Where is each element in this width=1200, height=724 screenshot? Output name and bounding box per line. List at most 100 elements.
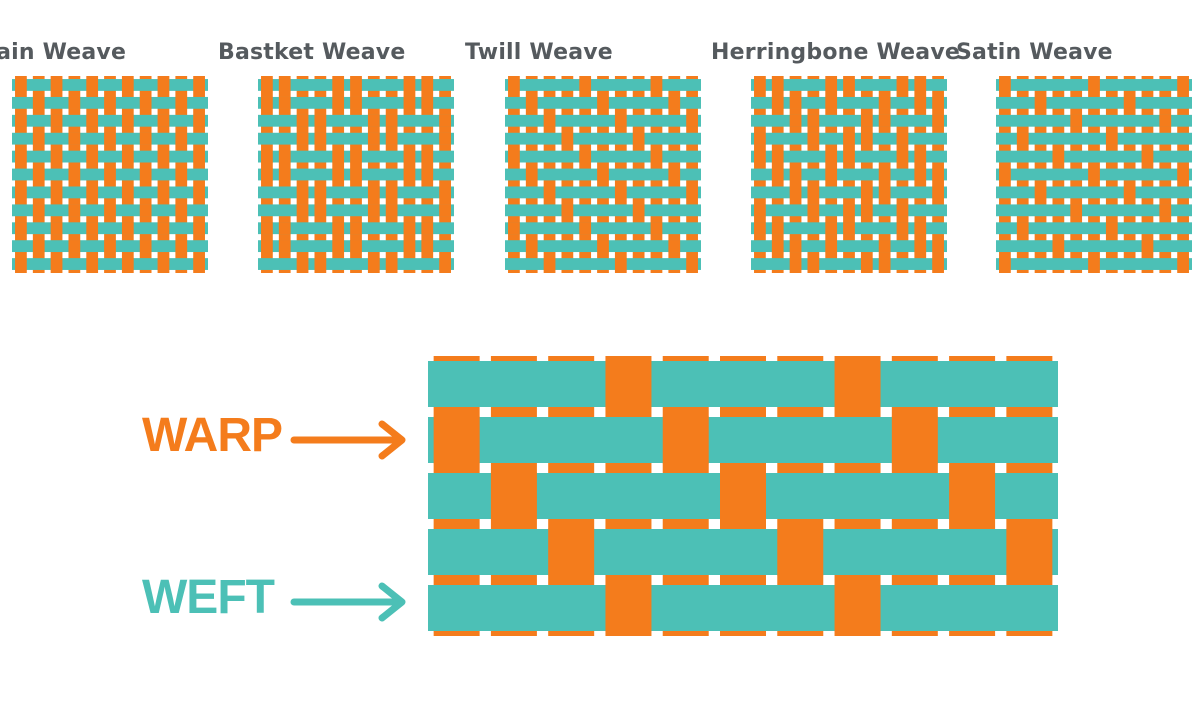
warp-crossing — [777, 528, 824, 576]
warp-crossing — [1016, 132, 1029, 145]
warp-crossing — [579, 78, 592, 92]
warp-crossing — [350, 168, 362, 181]
weft-thread — [505, 204, 701, 217]
warp-crossing — [579, 150, 592, 163]
warp-crossing — [561, 132, 574, 145]
warp-crossing — [825, 96, 838, 109]
warp-crossing — [1141, 240, 1154, 253]
warp-crossing — [50, 78, 63, 92]
warp-crossing — [50, 257, 63, 271]
warp-crossing — [104, 96, 116, 109]
warp-crossing — [385, 132, 398, 145]
warp-crossing — [139, 96, 152, 109]
warp-crossing — [50, 222, 63, 235]
warp-crossing — [686, 186, 698, 199]
warp-crossing — [896, 204, 909, 217]
warp-crossing — [157, 114, 170, 127]
warp-crossing — [261, 240, 273, 253]
weave-detail-diagram — [428, 356, 1058, 636]
weft-thread — [428, 529, 1058, 575]
warp-crossing — [771, 96, 784, 109]
warp-crossing — [914, 78, 927, 92]
warp-crossing — [789, 168, 802, 181]
warp-crossing — [296, 204, 309, 217]
warp-crossing — [104, 132, 116, 145]
weft-thread — [751, 186, 947, 199]
warp-crossing — [632, 204, 645, 217]
warp-crossing — [896, 222, 909, 235]
warp-crossing — [175, 240, 188, 253]
warp-crossing — [1070, 114, 1083, 127]
warp-crossing — [834, 360, 881, 408]
weave-title: Herringbone Weave — [711, 40, 960, 65]
warp-crossing — [525, 96, 538, 109]
warp-crossing — [121, 78, 134, 92]
warp-crossing — [421, 168, 434, 181]
warp-crossing — [175, 132, 188, 145]
warp-crossing — [193, 222, 205, 235]
warp-crossing — [1105, 222, 1118, 235]
warp-crossing — [403, 96, 416, 109]
weft-thread — [428, 585, 1058, 631]
warp-crossing — [175, 168, 188, 181]
weft-thread — [751, 114, 947, 127]
warp-crossing — [605, 360, 652, 408]
warp-crossing — [668, 168, 681, 181]
warp-crossing — [525, 168, 538, 181]
warp-crossing — [50, 114, 63, 127]
warp-crossing — [789, 96, 802, 109]
warp-crossing — [350, 96, 362, 109]
warp-crossing — [261, 150, 273, 163]
warp-crossing — [914, 96, 927, 109]
warp-crossing — [157, 222, 170, 235]
warp-crossing — [332, 78, 345, 92]
warp-crossing — [1070, 204, 1083, 217]
warp-crossing — [421, 78, 434, 92]
warp-crossing — [385, 204, 398, 217]
warp-crossing — [367, 132, 380, 145]
weft-thread — [996, 204, 1192, 217]
warp-crossing — [1052, 150, 1065, 163]
warp-crossing — [508, 222, 520, 235]
warp-crossing — [771, 240, 784, 253]
warp-crossing — [508, 150, 520, 163]
warp-crossing — [193, 257, 205, 271]
warp-crossing — [86, 114, 99, 127]
warp-crossing — [296, 257, 309, 271]
warp-crossing — [332, 96, 345, 109]
weft-thread — [12, 258, 208, 270]
warp-crossing — [1177, 257, 1189, 271]
warp-crossing — [86, 150, 99, 163]
warp-crossing — [439, 204, 451, 217]
weave-swatch — [505, 76, 701, 273]
warp-crossing — [614, 186, 627, 199]
warp-crossing — [403, 222, 416, 235]
warp-crossing — [421, 222, 434, 235]
warp-crossing — [878, 257, 891, 271]
warp-crossing — [403, 240, 416, 253]
warp-crossing — [650, 78, 663, 92]
warp-crossing — [332, 240, 345, 253]
warp-crossing — [891, 416, 938, 464]
warp-crossing — [121, 186, 134, 199]
weave-swatch — [258, 76, 454, 273]
warp-crossing — [1159, 204, 1172, 217]
warp-crossing — [597, 168, 609, 181]
warp-crossing — [139, 240, 152, 253]
warp-crossing — [68, 204, 81, 217]
weft-thread — [428, 417, 1058, 463]
warp-crossing — [68, 132, 81, 145]
warp-crossing — [860, 132, 873, 145]
warp-crossing — [614, 257, 627, 271]
arrow-right-icon — [290, 420, 406, 460]
weft-thread — [505, 150, 701, 163]
warp-crossing — [834, 584, 881, 632]
weft-thread — [996, 150, 1192, 163]
weft-thread — [505, 132, 701, 145]
warp-crossing — [278, 168, 291, 181]
warp-crossing — [350, 240, 362, 253]
warp-crossing — [314, 204, 327, 217]
warp-crossing — [433, 416, 480, 464]
warp-crossing — [771, 222, 784, 235]
warp-crossing — [278, 240, 291, 253]
